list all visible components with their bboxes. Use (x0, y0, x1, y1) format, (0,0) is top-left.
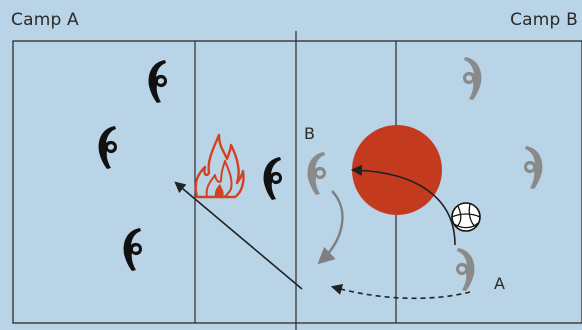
player-a4-icon (263, 157, 282, 200)
player-a2-icon (98, 126, 117, 169)
fire-icon (194, 133, 245, 199)
camp-b-label: Camp B (510, 10, 578, 30)
player-b1-icon (463, 57, 482, 100)
player-b3-icon (307, 152, 326, 195)
player-b4-icon (456, 248, 475, 291)
player-b2-icon (524, 146, 543, 189)
volleyball-icon (451, 202, 481, 232)
pass-arrow-to-zone (350, 164, 456, 246)
serve-run-arrow (330, 283, 471, 300)
position-b-label: B (304, 124, 315, 143)
position-a-label: A (494, 274, 505, 293)
court-boundary (12, 40, 582, 324)
camp-a-label: Camp A (11, 10, 79, 30)
player-a1-icon (148, 60, 167, 103)
player-move-arrow (317, 190, 344, 265)
target-zone (352, 125, 442, 215)
player-a3-icon (123, 228, 142, 271)
attack-arrow (174, 181, 303, 290)
